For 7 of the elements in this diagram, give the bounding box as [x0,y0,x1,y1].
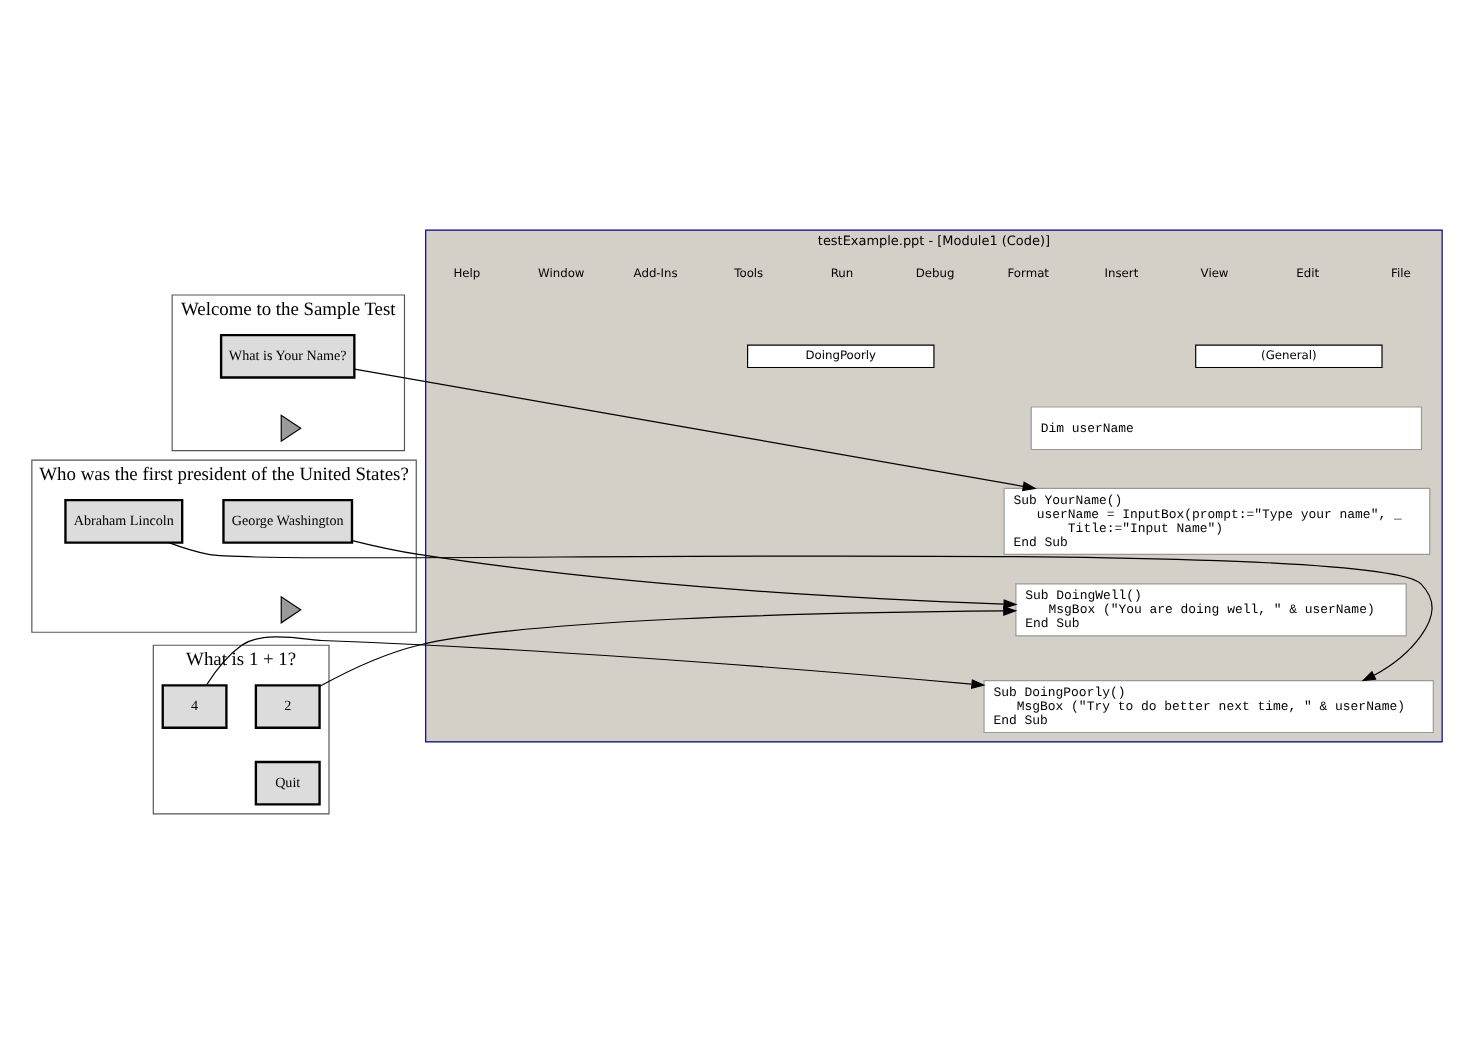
arrow [351,540,1018,610]
arrow [205,636,986,689]
node-triangle [280,595,302,624]
node-triangle [280,414,302,443]
arrow [319,606,1018,687]
arrow [353,368,1037,492]
arrow [168,542,1433,682]
